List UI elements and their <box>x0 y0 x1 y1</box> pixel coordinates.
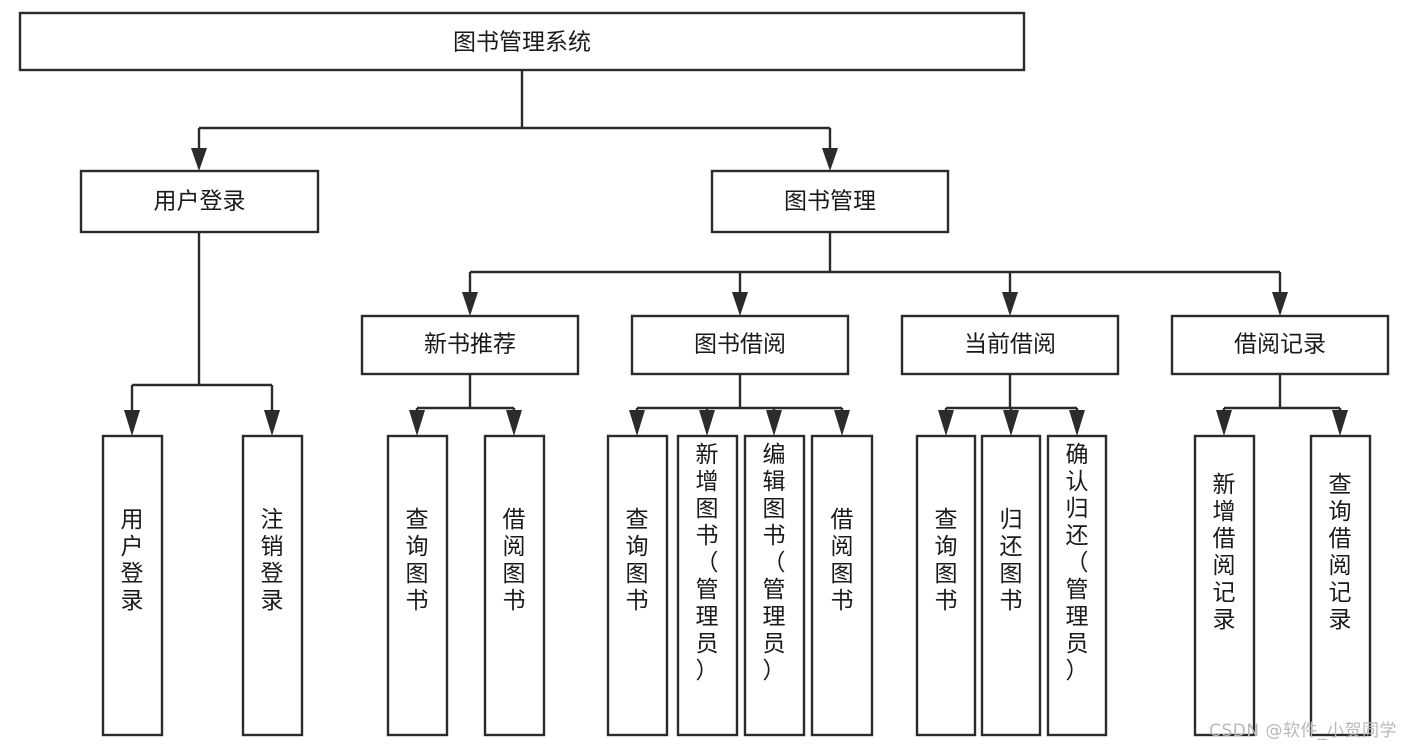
arrow-head-user-login <box>191 148 207 171</box>
node-leaf-add-record-box[interactable] <box>1193 434 1256 737</box>
arrow-head-leaf-borrow-book-1 <box>506 410 522 436</box>
arrow-head-current-borrow <box>1002 292 1018 316</box>
node-leaf-borrow-book-1-box[interactable] <box>483 434 546 737</box>
csdn-watermark: CSDN @软件_小贺同学 <box>1209 721 1397 741</box>
node-leaf-borrow-book-1[interactable]: 借阅图书 <box>483 434 546 737</box>
node-leaf-add-record[interactable]: 新增借阅记录 <box>1193 434 1256 737</box>
node-current-borrow-box[interactable] <box>900 314 1120 376</box>
node-user-login-label: 用户登录 <box>154 189 246 215</box>
node-leaf-borrow-book-2-label: 借阅图书 <box>831 507 854 614</box>
node-root[interactable]: 图书管理系统 <box>18 11 1026 72</box>
node-new-book-recommend-label: 新书推荐 <box>424 332 516 358</box>
node-leaf-logout-login-box[interactable] <box>241 434 304 737</box>
arrow-head-leaf-return-book <box>1003 410 1019 436</box>
arrow-head-leaf-edit-book <box>766 410 782 436</box>
node-leaf-query-book-1[interactable]: 查询图书 <box>386 434 449 737</box>
node-leaf-query-book-2[interactable]: 查询图书 <box>606 434 669 737</box>
arrow-head-leaf-confirm-return <box>1069 410 1085 436</box>
node-leaf-return-book[interactable]: 归还图书 <box>980 434 1042 737</box>
arrow-head-borrow-record <box>1272 292 1288 316</box>
node-leaf-add-book[interactable]: 新增图书（管理员） <box>676 434 739 737</box>
node-leaf-user-login[interactable]: 用户登录 <box>101 434 164 737</box>
arrow-head-leaf-add-book <box>699 410 715 436</box>
node-leaf-user-login-box[interactable] <box>101 434 164 737</box>
node-leaf-query-book-3-label: 查询图书 <box>935 507 958 614</box>
node-borrow-record[interactable]: 借阅记录 <box>1170 314 1390 376</box>
node-book-manage-box[interactable] <box>710 169 950 234</box>
node-leaf-return-book-label: 归还图书 <box>1000 507 1023 614</box>
node-leaf-edit-book-label: 编辑图书（管理员） <box>763 442 786 684</box>
node-leaf-query-record-box[interactable] <box>1309 434 1372 737</box>
node-leaf-query-book-2-label: 查询图书 <box>626 507 649 614</box>
node-leaf-query-book-3-box[interactable] <box>915 434 977 737</box>
node-leaf-confirm-return[interactable]: 确认归还（管理员） <box>1046 434 1108 737</box>
node-leaf-query-book-1-box[interactable] <box>386 434 449 737</box>
node-root-box[interactable] <box>18 11 1026 72</box>
node-leaf-logout-login-label: 注销登录 <box>261 507 284 614</box>
node-leaf-add-book-box[interactable] <box>676 434 739 737</box>
arrow-head-leaf-query-book-1 <box>409 410 425 436</box>
node-leaf-confirm-return-box[interactable] <box>1046 434 1108 737</box>
node-leaf-query-book-3[interactable]: 查询图书 <box>915 434 977 737</box>
node-borrow-record-box[interactable] <box>1170 314 1390 376</box>
node-leaf-logout-login[interactable]: 注销登录 <box>241 434 304 737</box>
arrow-head-new-book-recommend <box>462 292 478 316</box>
node-leaf-borrow-book-2-box[interactable] <box>810 434 874 737</box>
node-leaf-query-book-2-box[interactable] <box>606 434 669 737</box>
node-leaf-add-book-label: 新增图书（管理员） <box>696 442 719 684</box>
node-book-borrow-box[interactable] <box>630 314 850 376</box>
node-new-book-recommend[interactable]: 新书推荐 <box>360 314 580 376</box>
node-book-manage[interactable]: 图书管理 <box>710 169 950 234</box>
arrow-head-leaf-query-book-2 <box>629 410 645 436</box>
node-leaf-query-book-1-label: 查询图书 <box>406 507 429 614</box>
node-book-borrow[interactable]: 图书借阅 <box>630 314 850 376</box>
node-leaf-user-login-label: 用户登录 <box>121 507 144 614</box>
arrow-head-leaf-borrow-book-2 <box>834 410 850 436</box>
node-book-manage-label: 图书管理 <box>784 189 876 215</box>
node-root-label: 图书管理系统 <box>453 30 591 56</box>
arrow-head-leaf-logout-login <box>264 410 280 436</box>
arrow-head-book-manage <box>822 148 838 171</box>
arrow-head-book-borrow <box>732 292 748 316</box>
arrow-head-leaf-query-record <box>1332 410 1348 436</box>
node-leaf-edit-book-box[interactable] <box>743 434 806 737</box>
node-leaf-add-record-label: 新增借阅记录 <box>1213 472 1236 633</box>
arrow-head-leaf-add-record <box>1216 410 1232 436</box>
node-book-borrow-label: 图书借阅 <box>694 332 786 358</box>
arrow-head-leaf-user-login <box>124 410 140 436</box>
node-leaf-borrow-book-1-label: 借阅图书 <box>503 507 526 614</box>
node-current-borrow-label: 当前借阅 <box>964 332 1056 358</box>
node-user-login-box[interactable] <box>79 169 320 234</box>
connector-layer <box>124 70 1348 436</box>
node-leaf-query-record-label: 查询借阅记录 <box>1329 472 1352 633</box>
node-leaf-query-record[interactable]: 查询借阅记录 <box>1309 434 1372 737</box>
node-leaf-edit-book[interactable]: 编辑图书（管理员） <box>743 434 806 737</box>
node-new-book-recommend-box[interactable] <box>360 314 580 376</box>
node-user-login[interactable]: 用户登录 <box>79 169 320 234</box>
node-leaf-borrow-book-2[interactable]: 借阅图书 <box>810 434 874 737</box>
node-leaf-return-book-box[interactable] <box>980 434 1042 737</box>
arrow-head-leaf-query-book-3 <box>938 410 954 436</box>
node-current-borrow[interactable]: 当前借阅 <box>900 314 1120 376</box>
node-leaf-confirm-return-label: 确认归还（管理员） <box>1066 442 1089 684</box>
node-borrow-record-label: 借阅记录 <box>1234 332 1326 358</box>
